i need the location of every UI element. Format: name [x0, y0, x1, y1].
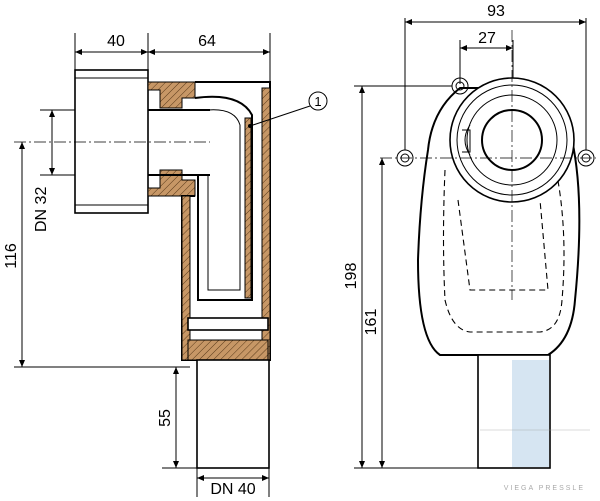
inlet-socket: [74, 69, 149, 214]
dip-tube-dashed: [457, 199, 549, 291]
dimension-dn40: DN 40: [196, 468, 270, 498]
dimension-93: 93: [405, 3, 586, 25]
dimension-40: 40: [75, 33, 148, 55]
callout-1: 1: [248, 91, 328, 128]
front-view: 93 27: [343, 3, 596, 492]
side-section-view: 40 64: [3, 33, 328, 498]
body-wall-left-hatch: [181, 195, 191, 361]
dim-label-198: 198: [343, 263, 360, 290]
inner-elbow-outer: [194, 95, 253, 301]
dimension-dn32: DN 32: [33, 109, 75, 232]
lower-collar: [187, 317, 269, 331]
dim-label-27: 27: [478, 30, 496, 47]
watermark: VIEGA PRESSLE: [480, 429, 590, 492]
callout-label-1: 1: [314, 94, 321, 109]
dimension-55: 55: [157, 367, 197, 469]
elbow-wall-hatch: [244, 117, 252, 299]
pipe-highlight: [512, 360, 549, 467]
dim-label-dn32: DN 32: [33, 187, 50, 232]
dim-label-116: 116: [3, 243, 20, 269]
watermark-text: VIEGA PRESSLE: [504, 485, 585, 492]
nut-top-hatch: [147, 81, 196, 109]
dimension-161: 161: [363, 158, 385, 468]
dim-label-161: 161: [363, 309, 380, 336]
dimension-64: 64: [148, 33, 270, 55]
nut-bottom-hatch: [147, 169, 196, 197]
inner-elbow-inner: [207, 109, 241, 291]
dimension-198: 198: [343, 85, 478, 469]
outlet-pipe: [196, 359, 270, 469]
dim-label-93: 93: [487, 3, 505, 20]
lower-seal-hatch: [187, 339, 269, 361]
inner-cavity-dashed: [442, 169, 565, 333]
dim-label-55: 55: [157, 409, 174, 427]
dimension-116: 116: [3, 142, 190, 368]
dimension-27: 27: [460, 30, 513, 51]
dim-label-dn40: DN 40: [210, 481, 255, 498]
dim-label-40: 40: [107, 33, 125, 50]
dim-label-64: 64: [198, 33, 216, 50]
